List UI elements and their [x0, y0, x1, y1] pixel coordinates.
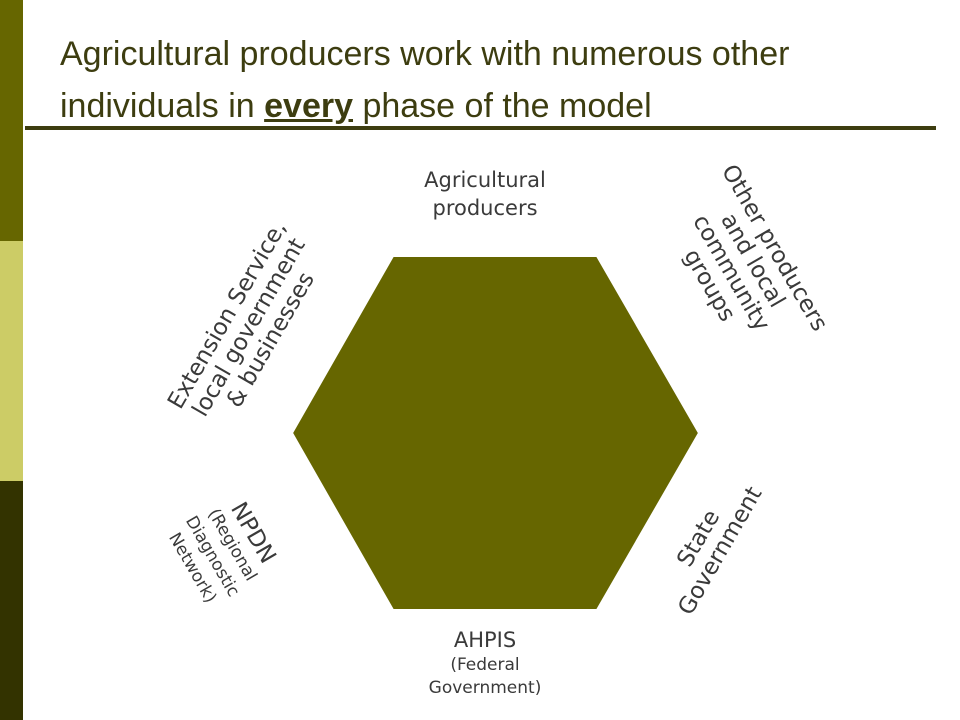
label-top-line-1: Agricultural [424, 168, 546, 192]
title-text-after: phase of the model [353, 87, 652, 125]
label-top-line-2: producers [432, 196, 538, 220]
label-ahpis: AHPIS (Federal Government) [380, 626, 590, 700]
accent-bar-bottom [0, 481, 23, 720]
accent-bar-top [0, 0, 23, 241]
accent-bar-divider [23, 0, 25, 720]
label-bottom-detail-2: Government) [428, 678, 542, 698]
title-emphasis: every [264, 87, 353, 125]
title-underline-rule [25, 126, 936, 130]
central-hexagon [290, 255, 701, 611]
accent-bar-middle [0, 241, 23, 481]
label-bottom-name: AHPIS [453, 628, 517, 652]
label-bottom-detail-1: (Federal [450, 655, 520, 675]
title-text-before: Agricultural producers work with numerou… [60, 35, 790, 125]
label-agricultural-producers: Agricultural producers [380, 166, 590, 222]
slide-title: Agricultural producers work with numerou… [60, 28, 940, 132]
